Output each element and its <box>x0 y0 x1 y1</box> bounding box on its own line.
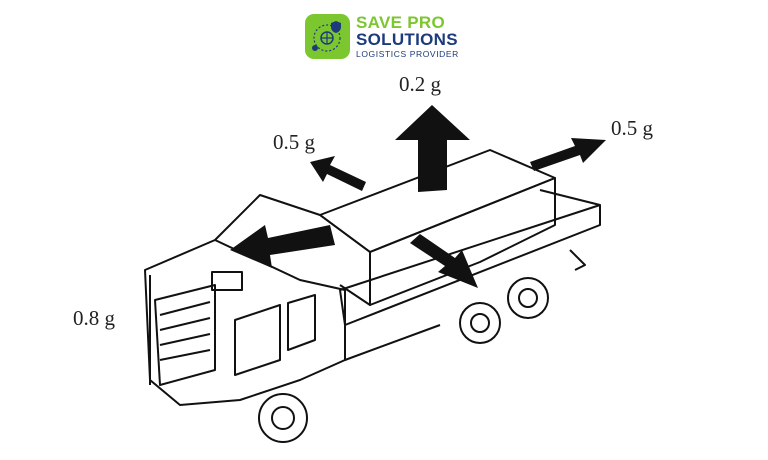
cargo-box-front <box>319 214 371 306</box>
arrow-right <box>530 138 606 171</box>
logo-line2: SOLUTIONS <box>356 30 458 50</box>
front-wheel <box>258 393 308 443</box>
cargo-box-side <box>369 177 556 306</box>
logo-line3: LOGISTICS PROVIDER <box>356 49 459 60</box>
arrow-down-right <box>410 234 478 288</box>
exhaust-stack <box>211 271 243 291</box>
rear-wheel-2 <box>507 277 549 319</box>
cab-window-rear <box>287 294 316 351</box>
logo-line1: SAVE PRO <box>356 13 445 33</box>
globe-shield-icon <box>305 14 350 59</box>
truck-outline <box>144 149 601 443</box>
logo: SAVE PRO SOLUTIONS LOGISTICS PROVIDER <box>305 14 459 59</box>
grille <box>154 284 216 386</box>
arrow-forward <box>230 225 335 268</box>
arrow-left-up <box>310 156 366 191</box>
truck-bed <box>339 204 601 326</box>
cab-window <box>234 304 281 376</box>
label-forward-force: 0.8 g <box>73 306 115 330</box>
force-arrows <box>230 105 606 288</box>
label-lateral-force-left: 0.5 g <box>273 130 315 154</box>
rear-wheel-1 <box>459 302 501 344</box>
arrow-up <box>395 105 470 192</box>
label-vertical-force: 0.2 g <box>399 72 441 96</box>
label-lateral-force-right: 0.5 g <box>611 116 653 140</box>
